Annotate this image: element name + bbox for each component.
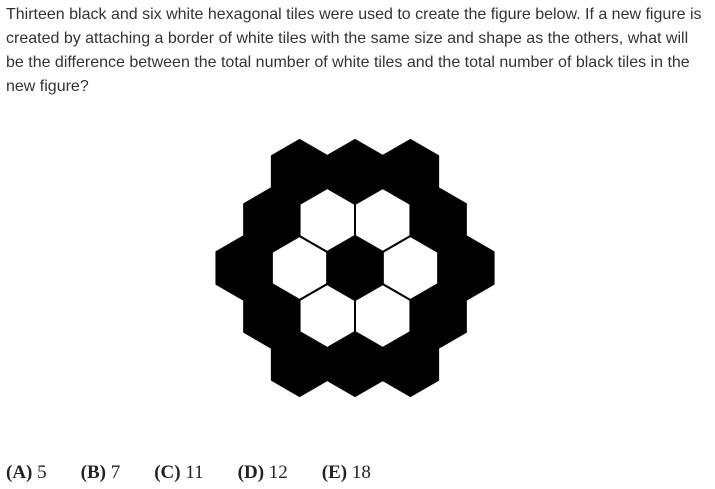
choice-e[interactable]: (E) 18 — [322, 462, 371, 484]
tile-group — [215, 139, 495, 397]
question-text: Thirteen black and six white hexagonal t… — [6, 6, 702, 95]
choice-letter: (D) — [237, 462, 265, 483]
choice-c[interactable]: (C) 11 — [154, 462, 203, 484]
choice-letter: (A) — [6, 462, 33, 483]
hexagon-tile-figure — [215, 139, 495, 397]
choice-letter: (E) — [321, 462, 348, 483]
choice-letter: (B) — [80, 462, 106, 483]
choice-value: 12 — [268, 462, 288, 483]
choice-d[interactable]: (D) 12 — [238, 462, 288, 484]
choice-value: 11 — [185, 462, 204, 483]
choice-value: 18 — [351, 462, 371, 483]
choice-value: 5 — [37, 462, 47, 483]
choice-letter: (C) — [154, 462, 181, 483]
center-black-tile — [326, 235, 384, 301]
choice-value: 7 — [110, 462, 121, 483]
choice-b[interactable]: (B) 7 — [81, 462, 121, 484]
answer-choices: (A) 5 (B) 7 (C) 11 (D) 12 (E) 18 — [6, 462, 405, 484]
choice-a[interactable]: (A) 5 — [6, 462, 47, 484]
